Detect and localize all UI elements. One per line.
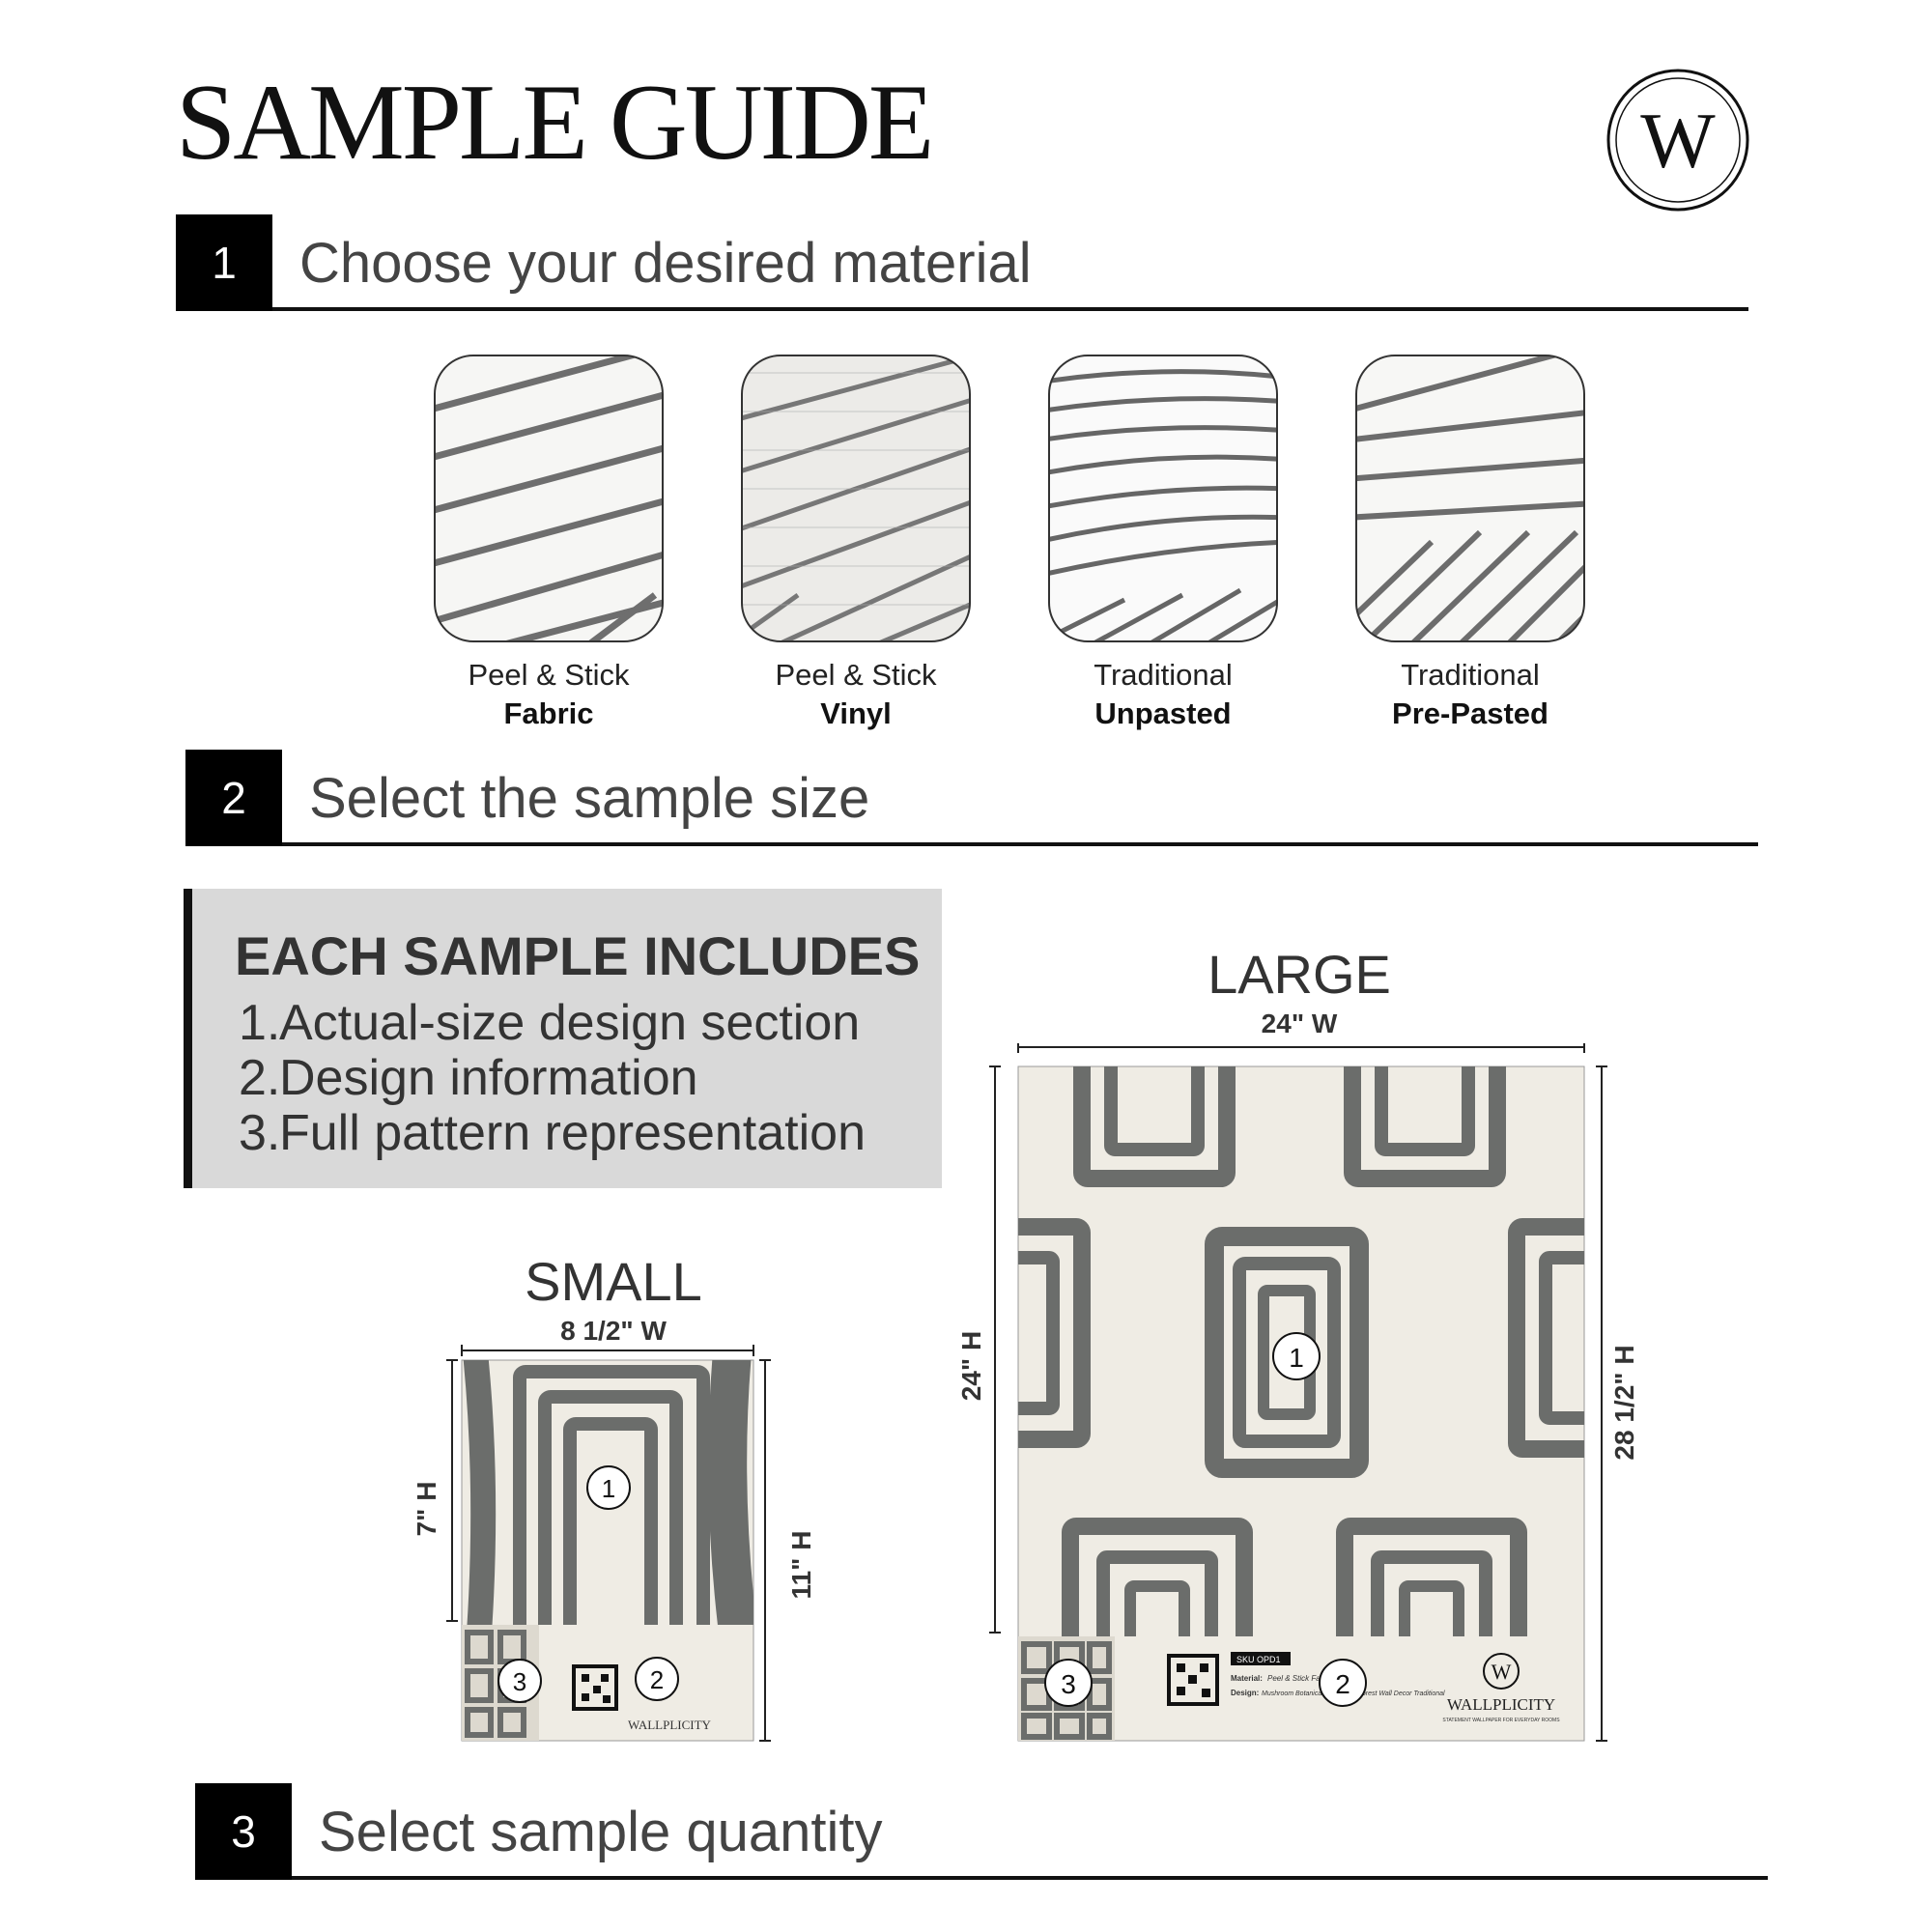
includes-item-number: 3. (239, 1105, 281, 1161)
svg-text:SKU OPD1: SKU OPD1 (1236, 1655, 1281, 1664)
small-design-height-label: 7" H (412, 1481, 441, 1537)
step-title: Select the sample size (309, 767, 870, 830)
step-number: 3 (195, 1783, 292, 1880)
large-width-label: 24" W (1261, 1009, 1338, 1038)
svg-text:3: 3 (513, 1667, 526, 1696)
includes-title: EACH SAMPLE INCLUDES (235, 925, 921, 986)
large-design-height-label: 24" H (956, 1330, 986, 1402)
small-sample-diagram: WALLPLICITY 1 3 2 (446, 1345, 771, 1742)
page-title: SAMPLE GUIDE (176, 63, 934, 183)
includes-item-text: Full pattern representation (279, 1105, 867, 1161)
small-pattern-section (463, 1360, 753, 1625)
svg-text:W: W (1492, 1660, 1512, 1684)
small-size-title: SMALL (525, 1251, 702, 1312)
sample-includes-box: EACH SAMPLE INCLUDES 1.Actual-size desig… (184, 889, 942, 1188)
svg-text:STATEMENT WALLPAPER FOR EVERYD: STATEMENT WALLPAPER FOR EVERYDAY ROOMS (1442, 1718, 1560, 1723)
dimension-lines (989, 1043, 1607, 1742)
svg-text:WALLPLICITY: WALLPLICITY (628, 1718, 712, 1732)
material-option-unpasted[interactable]: Traditional Unpasted (1047, 354, 1279, 733)
step-number: 1 (176, 214, 272, 311)
divider (272, 307, 1748, 311)
fabric-texture-swatch (434, 355, 664, 642)
divider (292, 1876, 1768, 1880)
pre-pasted-texture-swatch (1355, 355, 1585, 642)
marker-3: 3 (1044, 1659, 1093, 1707)
material-type: Peel & Stick (468, 658, 630, 692)
svg-text:WALLPLICITY: WALLPLICITY (1447, 1695, 1555, 1714)
material-type: Traditional (1094, 658, 1233, 692)
material-option-vinyl[interactable]: Peel & Stick Vinyl (740, 354, 972, 733)
step-title: Select sample quantity (319, 1801, 883, 1863)
svg-text:W: W (1640, 97, 1716, 185)
step-2-header: 2 Select the sample size (185, 750, 1758, 848)
large-sample-diagram: SKU OPD1 Material: Peel & Stick Fabric D… (989, 1043, 1607, 1742)
includes-item-number: 1. (239, 995, 281, 1051)
includes-item: 3.Full pattern representation (239, 1105, 866, 1161)
material-option-fabric[interactable]: Peel & Stick Fabric (433, 354, 665, 733)
dimension-lines (446, 1345, 771, 1742)
large-pattern-section (1018, 1066, 1584, 1636)
includes-item-number: 2. (239, 1050, 281, 1106)
includes-item-text: Design information (279, 1050, 698, 1106)
qr-code (1167, 1654, 1219, 1706)
includes-item: 2.Design information (239, 1050, 698, 1106)
material-name: Vinyl (820, 696, 892, 730)
svg-text:3: 3 (1061, 1669, 1076, 1699)
vinyl-texture-swatch (741, 355, 971, 642)
step-3-header: 3 Select sample quantity (195, 1783, 1768, 1882)
material-type: Traditional (1401, 658, 1540, 692)
svg-text:2: 2 (1335, 1669, 1350, 1699)
step-1-header: 1 Choose your desired material (176, 214, 1748, 313)
svg-text:1: 1 (602, 1474, 615, 1503)
svg-text:2: 2 (650, 1665, 664, 1694)
wallplicity-logo: W (1606, 69, 1749, 212)
marker-3: 3 (497, 1659, 542, 1703)
marker-2: 2 (1319, 1659, 1367, 1707)
material-type: Peel & Stick (775, 658, 937, 692)
svg-text:Design:: Design: (1231, 1689, 1259, 1697)
marker-1: 1 (1272, 1332, 1321, 1380)
divider (282, 842, 1758, 846)
svg-text:1: 1 (1289, 1343, 1304, 1373)
unpasted-texture-swatch (1048, 355, 1278, 642)
large-size-title: LARGE (1208, 944, 1391, 1005)
material-name: Pre-Pasted (1392, 696, 1548, 730)
includes-item-text: Actual-size design section (279, 995, 861, 1051)
marker-1: 1 (586, 1465, 631, 1510)
qr-code (572, 1664, 618, 1711)
svg-text:Material:: Material: (1231, 1674, 1263, 1683)
small-total-height-label: 11" H (786, 1530, 816, 1600)
material-option-pre-pasted[interactable]: Traditional Pre-Pasted (1354, 354, 1586, 733)
marker-2: 2 (635, 1657, 679, 1701)
step-number: 2 (185, 750, 282, 846)
svg-text:Peel & Stick Fabric: Peel & Stick Fabric (1267, 1674, 1333, 1683)
step-title: Choose your desired material (299, 232, 1032, 295)
small-width-label: 8 1/2" W (560, 1316, 667, 1346)
material-name: Fabric (503, 696, 594, 730)
material-name: Unpasted (1094, 696, 1232, 730)
includes-item: 1.Actual-size design section (239, 995, 860, 1051)
